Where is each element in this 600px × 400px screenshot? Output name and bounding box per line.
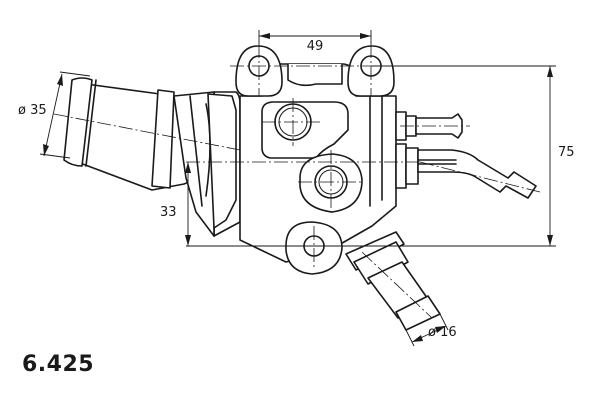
dimension-inlet-diameter: ø 35 — [18, 71, 91, 159]
middle-right-fitting — [395, 143, 537, 199]
inlet-pipe — [63, 77, 237, 237]
part-number: 6.425 — [22, 352, 95, 377]
dimension-49-label: 49 — [307, 39, 324, 54]
dimension-33: 33 — [160, 162, 191, 246]
housing-body — [213, 45, 397, 275]
dimension-inlet-diameter-label: ø 35 — [18, 103, 47, 118]
center-lines — [53, 44, 541, 319]
dimension-75: 75 — [186, 65, 575, 247]
dimension-outlet-diameter: ø 16 — [405, 313, 457, 347]
outlet-pipe — [345, 231, 441, 331]
dimension-49: 49 — [258, 30, 372, 54]
dimension-outlet-diameter-label: ø 16 — [428, 325, 457, 340]
dimension-75-label: 75 — [558, 145, 575, 160]
dimension-33-label: 33 — [160, 205, 177, 220]
